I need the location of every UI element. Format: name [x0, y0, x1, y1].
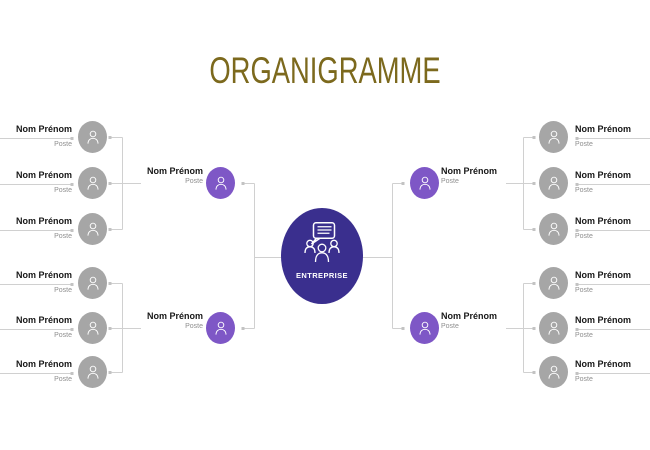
employee-label: Nom Prénom Poste	[575, 359, 648, 384]
team-discussion-icon	[304, 222, 340, 263]
person-icon	[215, 176, 226, 190]
employee-name: Nom Prénom	[15, 270, 72, 280]
person-icon	[87, 276, 98, 290]
center-node-label: ENTREPRISE	[296, 271, 348, 280]
employee-label: Nom Prénom Poste	[0, 315, 72, 340]
manager-avatar	[206, 167, 235, 199]
employee-label: Nom Prénom Poste	[0, 170, 72, 195]
employee-role: Poste	[54, 332, 72, 339]
person-icon	[548, 130, 559, 144]
employee-role: Poste	[575, 287, 593, 294]
manager-label: Nom Prénom Poste	[441, 166, 526, 186]
person-icon	[215, 321, 226, 335]
manager-name: Nom Prénom	[146, 311, 203, 321]
manager-avatar	[410, 312, 439, 344]
employee-label: Nom Prénom Poste	[575, 216, 648, 241]
employee-name: Nom Prénom	[15, 170, 72, 180]
employee-avatar	[539, 356, 568, 388]
employee-role: Poste	[54, 376, 72, 383]
manager-role: Poste	[441, 178, 459, 185]
person-icon	[87, 130, 98, 144]
employee-name: Nom Prénom	[575, 124, 632, 134]
person-icon	[87, 365, 98, 379]
manager-name: Nom Prénom	[146, 166, 203, 176]
employee-role: Poste	[575, 141, 593, 148]
employee-avatar	[78, 167, 107, 199]
manager-name: Nom Prénom	[441, 166, 498, 176]
employee-avatar	[78, 312, 107, 344]
person-icon	[548, 276, 559, 290]
employee-avatar	[539, 312, 568, 344]
person-icon	[419, 176, 430, 190]
employee-role: Poste	[575, 187, 593, 194]
employee-label: Nom Prénom Poste	[0, 359, 72, 384]
employee-label: Nom Prénom Poste	[0, 216, 72, 241]
manager-label: Nom Prénom Poste	[441, 311, 526, 331]
employee-role: Poste	[54, 187, 72, 194]
employee-avatar	[78, 267, 107, 299]
manager-name: Nom Prénom	[441, 311, 498, 321]
person-icon	[419, 321, 430, 335]
employee-label: Nom Prénom Poste	[575, 270, 648, 295]
employee-avatar	[539, 267, 568, 299]
person-icon	[548, 365, 559, 379]
employee-name: Nom Prénom	[15, 315, 72, 325]
employee-label: Nom Prénom Poste	[0, 124, 72, 149]
employee-label: Nom Prénom Poste	[575, 170, 648, 195]
employee-role: Poste	[575, 376, 593, 383]
employee-name: Nom Prénom	[15, 124, 72, 134]
center-node-entreprise: ENTREPRISE	[281, 208, 363, 304]
employee-name: Nom Prénom	[575, 170, 632, 180]
page-title: ORGANIGRAMME	[209, 50, 441, 91]
person-icon	[548, 222, 559, 236]
employee-role: Poste	[54, 233, 72, 240]
person-icon	[548, 176, 559, 190]
employee-label: Nom Prénom Poste	[0, 270, 72, 295]
employee-name: Nom Prénom	[575, 359, 632, 369]
employee-role: Poste	[575, 332, 593, 339]
manager-avatar	[206, 312, 235, 344]
employee-avatar	[539, 121, 568, 153]
employee-role: Poste	[575, 233, 593, 240]
manager-label: Nom Prénom Poste	[118, 311, 203, 331]
employee-avatar	[539, 167, 568, 199]
employee-name: Nom Prénom	[575, 216, 632, 226]
employee-avatar	[78, 213, 107, 245]
person-icon	[548, 321, 559, 335]
employee-label: Nom Prénom Poste	[575, 315, 648, 340]
employee-name: Nom Prénom	[15, 359, 72, 369]
employee-role: Poste	[54, 287, 72, 294]
manager-role: Poste	[185, 178, 203, 185]
employee-label: Nom Prénom Poste	[575, 124, 648, 149]
manager-role: Poste	[185, 323, 203, 330]
person-icon	[87, 176, 98, 190]
employee-avatar	[78, 121, 107, 153]
manager-role: Poste	[441, 323, 459, 330]
employee-avatar	[78, 356, 107, 388]
employee-name: Nom Prénom	[15, 216, 72, 226]
manager-label: Nom Prénom Poste	[118, 166, 203, 186]
employee-role: Poste	[54, 141, 72, 148]
employee-name: Nom Prénom	[575, 270, 632, 280]
person-icon	[87, 222, 98, 236]
person-icon	[87, 321, 98, 335]
employee-avatar	[539, 213, 568, 245]
employee-name: Nom Prénom	[575, 315, 632, 325]
manager-avatar	[410, 167, 439, 199]
